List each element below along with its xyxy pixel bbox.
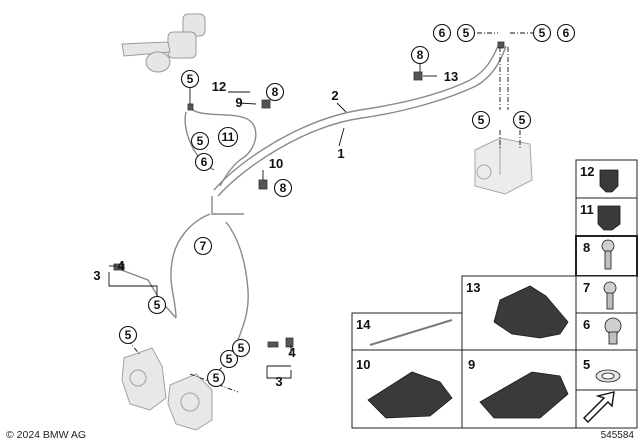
label-4-left: 4: [117, 258, 125, 273]
svg-text:8: 8: [280, 181, 287, 195]
callout-5-top-b: [532, 23, 552, 43]
callout-6-top-b: [556, 23, 576, 43]
cell-6: 6: [583, 317, 590, 332]
label-9: 9: [235, 95, 242, 110]
label-10: 10: [269, 156, 283, 171]
label-4-right: 4: [288, 345, 296, 360]
front-caliper-drawing: [121, 347, 213, 431]
callout-numbers: 5 5 6 6 5 5 6 8 8 8 5 5 11 7 5 5 5 5 5: [125, 26, 570, 385]
brake-lines: [115, 45, 507, 353]
parts-table-numbers: 12 11 8 7 6 5 13 14 10 9: [356, 164, 594, 372]
label-3-right: 3: [275, 374, 282, 389]
callout-5-caliper-c: [219, 349, 239, 369]
callout-5-abs-b: [512, 110, 532, 130]
leader-lines: [108, 32, 534, 393]
svg-text:5: 5: [154, 298, 161, 312]
cell-9: 9: [468, 357, 475, 372]
part-thumbnails: [367, 169, 622, 419]
direction-arrow-icon: [583, 391, 615, 423]
callout-6-top-a: [432, 23, 452, 43]
cell-10: 10: [356, 357, 370, 372]
label-3-left: 3: [93, 268, 100, 283]
svg-text:11: 11: [222, 130, 235, 144]
callout-5-caliper-d: [206, 368, 226, 388]
svg-text:5: 5: [197, 134, 204, 148]
callout-8-top: [410, 45, 430, 65]
abs-unit-drawing: [474, 137, 533, 195]
svg-text:8: 8: [272, 85, 279, 99]
svg-text:5: 5: [187, 72, 194, 86]
cell-12: 12: [580, 164, 594, 179]
label-12: 12: [212, 79, 226, 94]
svg-text:6: 6: [563, 26, 570, 40]
callout-5-master: [180, 69, 200, 89]
label-1: 1: [337, 146, 344, 161]
clip-drawings: [113, 41, 505, 348]
plain-labels: 12 9 2 1 13 10 3 4 4 3: [93, 69, 458, 389]
master-cylinder-drawing: [121, 13, 206, 73]
diagram-id: 545584: [600, 430, 634, 441]
cell-8: 8: [583, 240, 590, 255]
callout-5-caliper-a: [147, 295, 167, 315]
label-13: 13: [444, 69, 458, 84]
svg-text:5: 5: [226, 352, 233, 366]
svg-text:5: 5: [478, 113, 485, 127]
callout-6-left: [194, 152, 214, 172]
cell-5: 5: [583, 357, 590, 372]
label-2: 2: [331, 88, 338, 103]
callout-circles: [118, 23, 576, 388]
svg-text:7: 7: [200, 239, 207, 253]
cell-13: 13: [466, 280, 480, 295]
callout-8-clip: [265, 82, 285, 102]
svg-text:6: 6: [439, 26, 446, 40]
cell-11: 11: [580, 202, 594, 217]
svg-text:5: 5: [519, 113, 526, 127]
cell-14: 14: [356, 317, 371, 332]
callout-8-mid: [273, 178, 293, 198]
callout-7-hose: [193, 236, 213, 256]
svg-text:6: 6: [201, 155, 208, 169]
cell-7: 7: [583, 280, 590, 295]
svg-text:5: 5: [539, 26, 546, 40]
svg-text:5: 5: [463, 26, 470, 40]
svg-text:8: 8: [417, 48, 424, 62]
svg-text:5: 5: [238, 341, 245, 355]
svg-text:5: 5: [213, 371, 220, 385]
callout-5-top-a: [456, 23, 476, 43]
callout-5-caliper-b: [118, 325, 138, 345]
callout-5-left-mid: [190, 131, 210, 151]
callout-5-abs-a: [471, 110, 491, 130]
svg-text:5: 5: [125, 328, 132, 342]
copyright: © 2024 BMW AG: [6, 429, 87, 441]
callout-11: [217, 126, 239, 148]
callout-5-sensor: [231, 338, 251, 358]
